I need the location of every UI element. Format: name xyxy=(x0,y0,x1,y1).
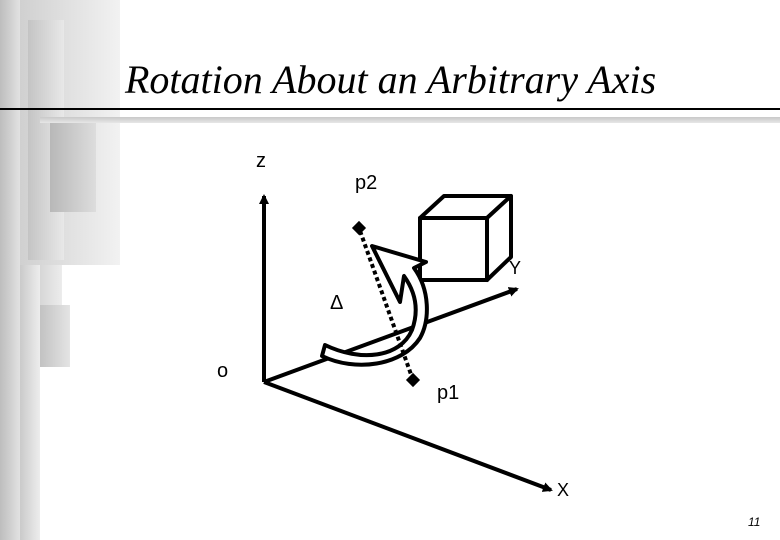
p2-label: p2 xyxy=(355,172,378,194)
p1-point-marker xyxy=(405,372,421,388)
y-axis xyxy=(263,287,519,384)
origin-label: o xyxy=(217,360,229,382)
title-shadow-bar xyxy=(40,117,780,123)
slide-title: Rotation About an Arbitrary Axis xyxy=(125,57,657,102)
p2-point-marker xyxy=(351,220,367,236)
background-panel xyxy=(0,0,20,540)
cube xyxy=(418,194,513,282)
page-number: 11 xyxy=(748,515,761,529)
rotation-axis xyxy=(357,227,415,381)
x-axis xyxy=(263,380,553,492)
title-divider xyxy=(0,108,780,110)
rotation-arrow xyxy=(320,244,429,367)
background-panel xyxy=(20,265,40,540)
x-axis-label: X xyxy=(557,480,570,500)
background-panel xyxy=(38,305,70,367)
p1-label: p1 xyxy=(437,382,460,404)
y-axis-label: Y xyxy=(509,258,522,278)
z-axis-label: z xyxy=(256,150,266,172)
background-panel xyxy=(50,120,96,212)
delta-label: Δ xyxy=(330,292,344,314)
